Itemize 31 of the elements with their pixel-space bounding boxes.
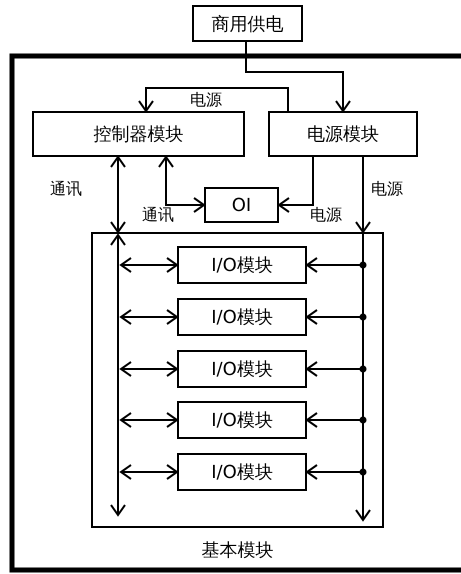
edge-label: 通讯	[140, 206, 176, 224]
arrow	[110, 156, 126, 233]
arrow	[245, 42, 351, 112]
module-box: I/O模块	[177, 401, 307, 439]
module-box: I/O模块	[177, 246, 307, 284]
arrow	[120, 309, 178, 325]
branch-arrow	[306, 257, 366, 273]
module-box: I/O模块	[177, 298, 307, 336]
module-box: OI	[204, 187, 279, 223]
module-box: I/O模块	[177, 350, 307, 388]
edge-label: 电源	[369, 180, 405, 198]
module-box: 电源模块	[268, 111, 418, 157]
arrow	[158, 156, 205, 213]
arrow	[120, 464, 178, 480]
arrow	[278, 157, 314, 213]
branch-arrow	[306, 464, 366, 480]
module-box: 商用供电	[192, 5, 303, 42]
arrow	[138, 87, 289, 112]
edge-label: 电源	[308, 206, 344, 224]
branch-arrow	[306, 361, 366, 377]
arrow	[120, 361, 178, 377]
group-label: 基本模块	[200, 539, 274, 562]
edge-label: 通讯	[48, 180, 84, 198]
arrow	[120, 412, 178, 428]
branch-arrow	[306, 412, 366, 428]
module-box: 控制器模块	[32, 111, 245, 157]
edge-label: 电源	[188, 91, 224, 109]
branch-arrow	[306, 309, 366, 325]
module-box: I/O模块	[177, 453, 307, 491]
arrow	[120, 257, 178, 273]
arrow	[355, 157, 371, 233]
